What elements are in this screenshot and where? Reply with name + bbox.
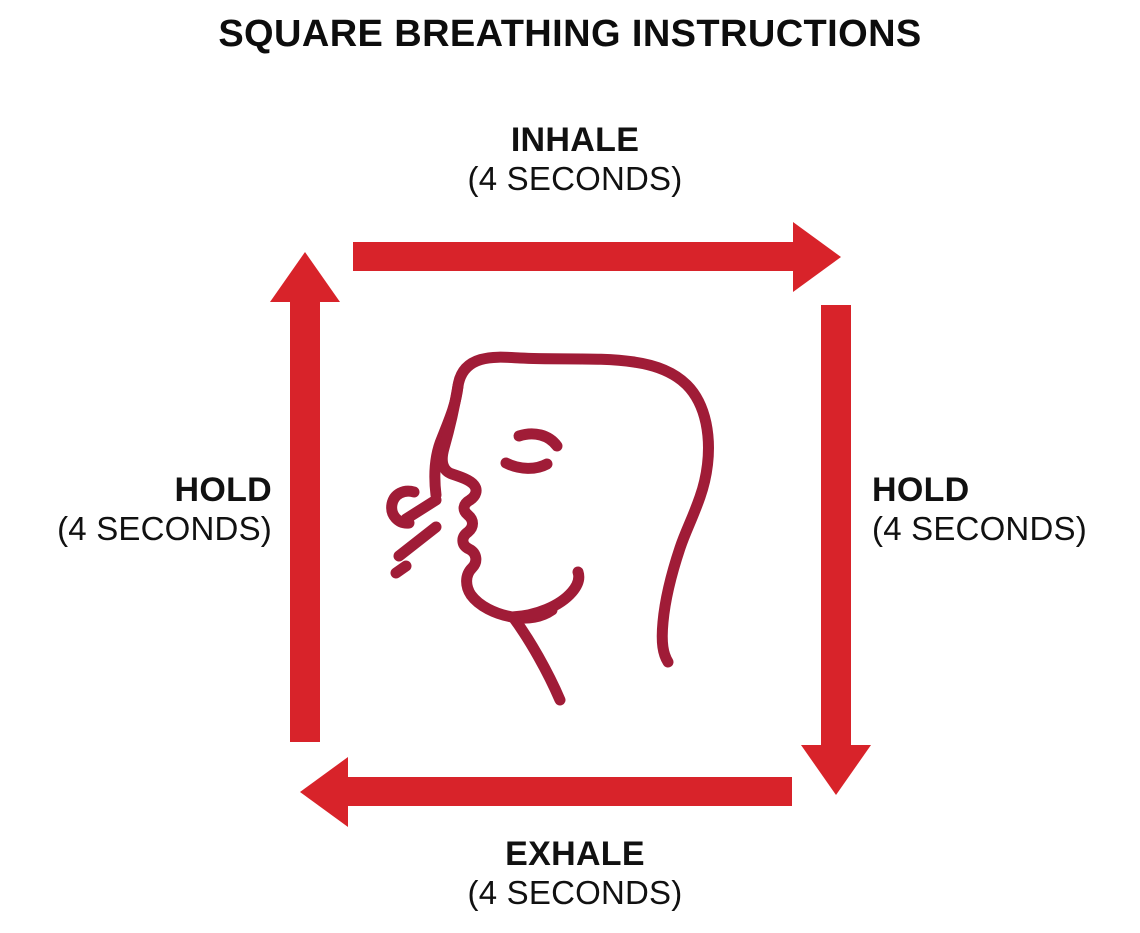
hold-right-phase-text: HOLD [872, 471, 970, 509]
page-title: SQUARE BREATHING INSTRUCTIONS [218, 13, 922, 55]
eye-path [500, 457, 553, 474]
inhale-duration-text: (4 SECONDS) [467, 160, 683, 198]
exhale-phase-text: EXHALE [505, 835, 645, 873]
label-hold-right: HOLD (4 SECONDS) [872, 470, 1140, 549]
airflow-line-upper [400, 494, 442, 525]
hold-right-duration-text: (4 SECONDS) [872, 510, 1087, 548]
inhale-phase-text: INHALE [510, 121, 640, 159]
label-inhale: INHALE (4 SECONDS) [320, 120, 830, 199]
exhale-duration-text: (4 SECONDS) [467, 874, 683, 912]
hold-left-phase-text: HOLD [174, 471, 272, 509]
face-profile-path [436, 380, 558, 624]
label-exhale: EXHALE (4 SECONDS) [320, 834, 830, 913]
front-neck-path [507, 611, 566, 706]
jawline-path [506, 566, 585, 623]
head-outline-path [429, 351, 714, 668]
airflow-curl [386, 485, 420, 529]
hold-left-duration-text: (4 SECONDS) [57, 510, 272, 548]
label-hold-left: HOLD (4 SECONDS) [0, 470, 272, 549]
airflow-dash [390, 560, 412, 579]
eyebrow-path [513, 428, 563, 452]
airflow-line-lower [393, 521, 442, 562]
